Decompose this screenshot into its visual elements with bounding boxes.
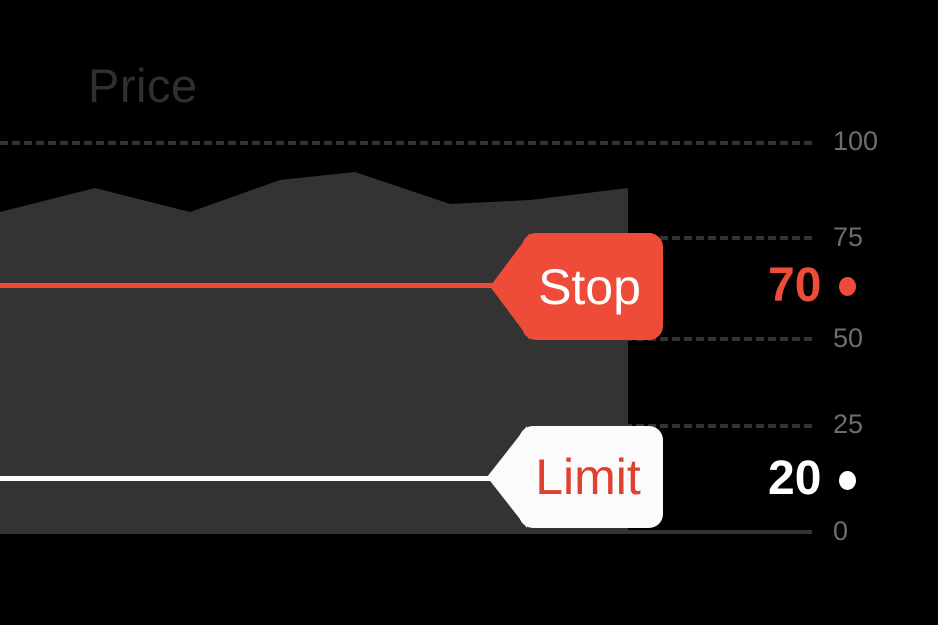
page-title: Price — [88, 59, 198, 112]
limit-tag-label: Limit — [535, 449, 641, 505]
limit-value-dot-icon — [839, 471, 856, 490]
axis-tick-50: 50 — [833, 323, 864, 353]
stop-tag-body — [522, 233, 663, 340]
gridline-0 — [0, 530, 812, 534]
stop-value-readout: 70 — [768, 259, 822, 312]
gridline-100 — [0, 141, 812, 145]
limit-value-readout: 20 — [768, 452, 822, 505]
stop-tag-label: Stop — [538, 258, 641, 315]
tag-pointer-stop-icon — [490, 233, 530, 340]
limit-threshold-line[interactable] — [0, 476, 515, 481]
limit-tag-body — [519, 426, 663, 528]
stop-threshold-line[interactable] — [0, 283, 525, 288]
axis-tick-25: 25 — [833, 409, 864, 439]
axis-tick-0: 0 — [833, 516, 849, 546]
stop-value-dot-icon — [839, 277, 856, 296]
axis-tick-75: 75 — [833, 222, 864, 252]
stop-marker-tag[interactable]: Stop — [490, 233, 663, 340]
limit-marker-tag[interactable]: Limit — [487, 426, 663, 528]
tag-pointer-limit-icon — [487, 426, 527, 528]
axis-tick-100: 100 — [833, 126, 879, 156]
